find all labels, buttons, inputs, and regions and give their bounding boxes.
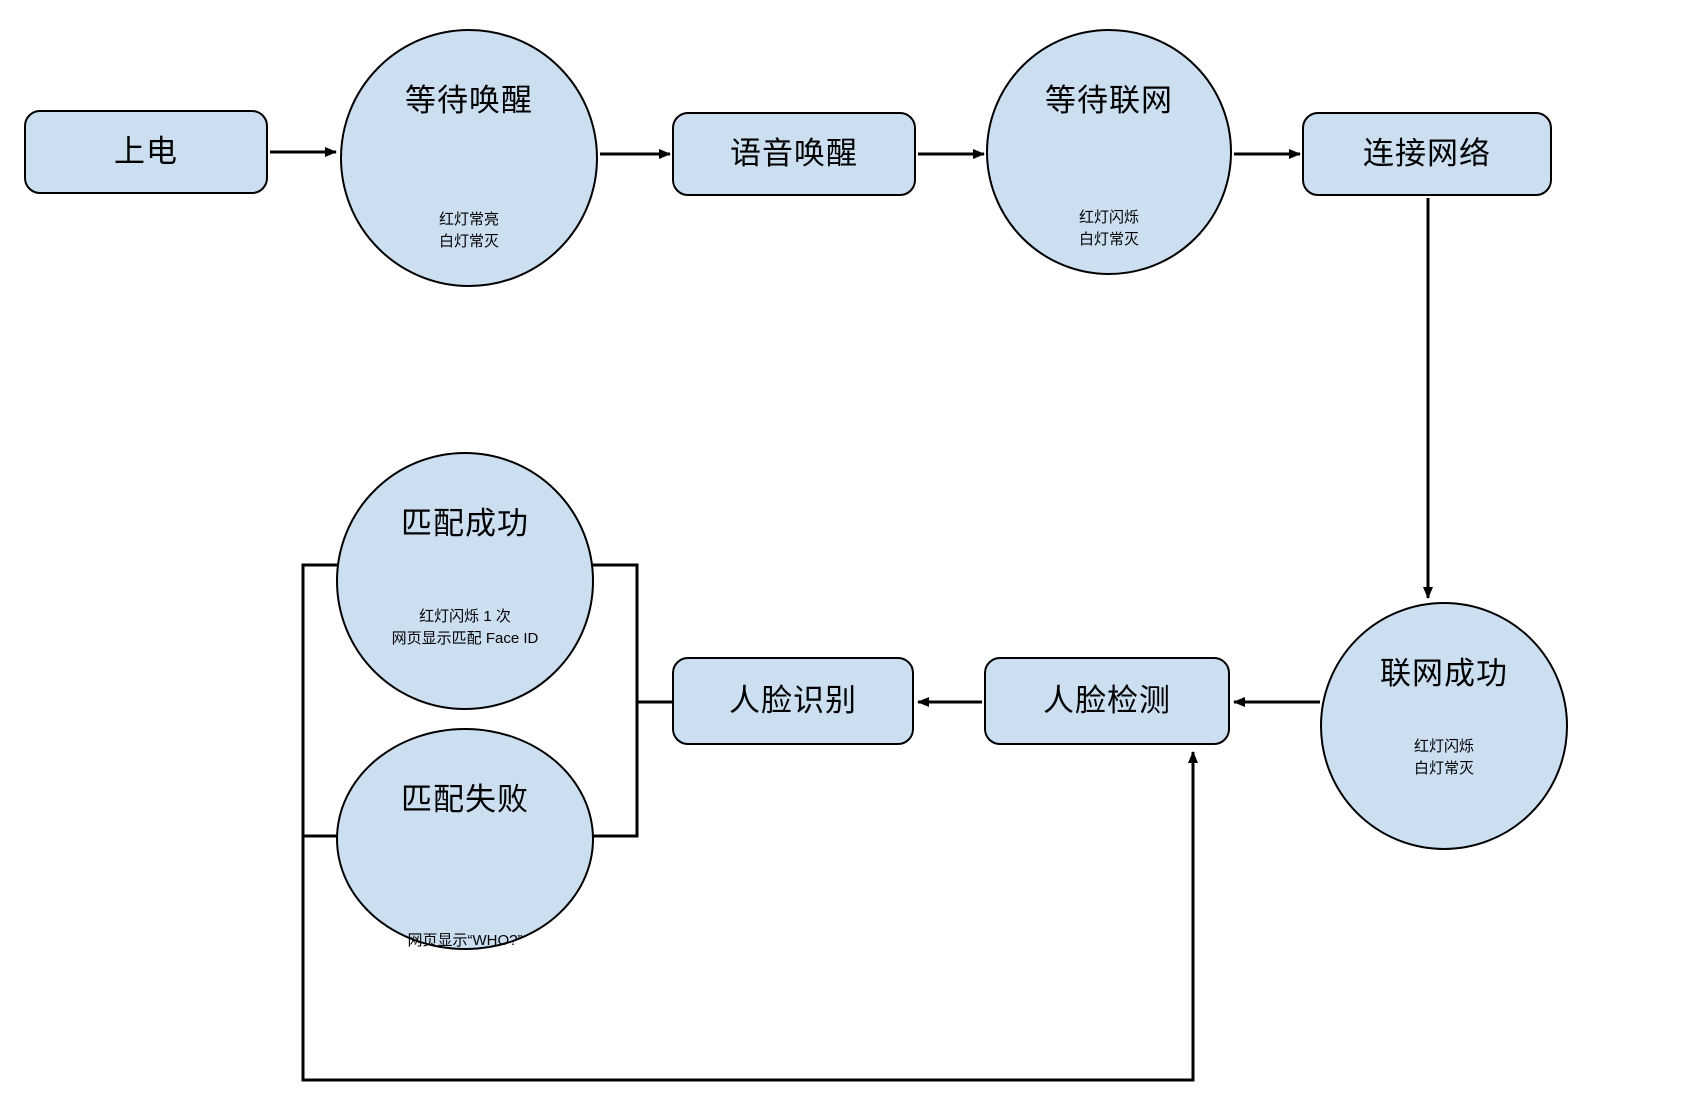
node-wait-wake-detail-line1: 红灯常亮 xyxy=(438,211,499,228)
node-network-success-title: 联网成功 xyxy=(1380,656,1508,691)
node-wait-network-detail-line1: 红灯闪烁 xyxy=(1078,209,1139,226)
node-network-success-detail-line1: 红灯闪烁 xyxy=(1413,738,1474,755)
node-connect-network[interactable]: 连接网络 xyxy=(1302,112,1552,196)
node-wait-network-title: 等待联网 xyxy=(1045,83,1173,118)
node-power-on[interactable]: 上电 xyxy=(24,110,268,194)
node-match-failure-title: 匹配失败 xyxy=(401,782,529,817)
node-voice-wake[interactable]: 语音唤醒 xyxy=(672,112,916,196)
node-wait-wake[interactable]: 等待唤醒 红灯常亮 白灯常灭 xyxy=(340,29,598,287)
node-match-failure-detail: 网页显示“WHO?” xyxy=(338,930,592,952)
node-wait-wake-detail: 红灯常亮 白灯常灭 xyxy=(342,209,596,253)
node-face-detection-title: 人脸检测 xyxy=(1043,683,1171,719)
node-match-success-title: 匹配成功 xyxy=(401,506,529,541)
node-wait-network[interactable]: 等待联网 红灯闪烁 白灯常灭 xyxy=(986,29,1232,275)
node-network-success[interactable]: 联网成功 红灯闪烁 白灯常灭 xyxy=(1320,602,1568,850)
node-match-failure[interactable]: 匹配失败 网页显示“WHO?” xyxy=(336,728,594,950)
node-network-success-detail-line2: 白灯常灭 xyxy=(1413,759,1474,777)
node-network-success-detail: 红灯闪烁 白灯常灭 xyxy=(1322,736,1566,780)
node-wait-network-detail: 红灯闪烁 白灯常灭 xyxy=(988,207,1230,251)
edge-results-left-bracket xyxy=(301,563,338,838)
edge-face-recog-bracket xyxy=(592,563,672,704)
node-match-failure-detail-line1: 网页显示“WHO?” xyxy=(407,932,523,949)
edge-face-recog-bracket-lower xyxy=(592,702,639,838)
node-wait-network-detail-line2: 白灯常灭 xyxy=(1078,230,1139,248)
node-match-success[interactable]: 匹配成功 红灯闪烁 1 次 网页显示匹配 Face ID xyxy=(336,452,594,710)
node-wait-wake-title: 等待唤醒 xyxy=(405,83,533,118)
node-match-success-detail-line2: 网页显示匹配 Face ID xyxy=(391,629,539,647)
node-voice-wake-title: 语音唤醒 xyxy=(730,136,858,172)
node-power-on-title: 上电 xyxy=(114,134,178,170)
node-match-success-detail: 红灯闪烁 1 次 网页显示匹配 Face ID xyxy=(338,606,592,650)
node-wait-wake-detail-line2: 白灯常灭 xyxy=(438,232,499,250)
node-face-detection[interactable]: 人脸检测 xyxy=(984,657,1230,745)
node-match-success-detail-line1: 红灯闪烁 1 次 xyxy=(419,608,511,625)
node-face-recognition-title: 人脸识别 xyxy=(729,683,857,719)
node-face-recognition[interactable]: 人脸识别 xyxy=(672,657,914,745)
node-connect-network-title: 连接网络 xyxy=(1363,136,1491,172)
